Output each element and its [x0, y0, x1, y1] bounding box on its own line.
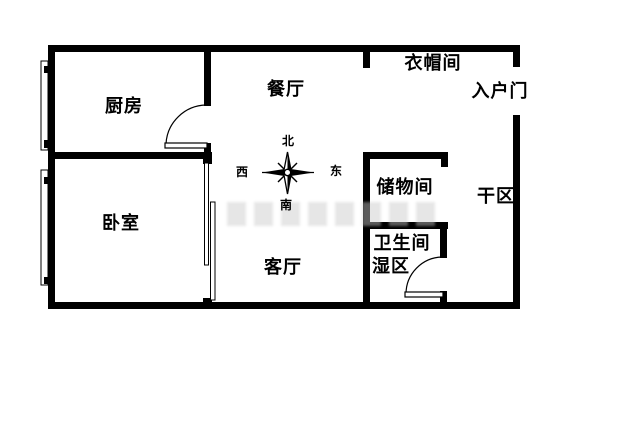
room-label-wet-area: 湿区	[372, 256, 410, 277]
room-label-bathroom: 卫生间	[373, 233, 431, 254]
compass-east-label: 东	[329, 164, 343, 178]
wall-storage-left	[363, 152, 370, 309]
compass-south-label: 南	[279, 198, 293, 212]
room-label-dining: 餐厅	[267, 79, 305, 100]
room-label-bedroom: 卧室	[102, 213, 140, 234]
wall-bottom	[48, 302, 520, 309]
kitchen-door-leaf	[164, 142, 208, 149]
room-label-living: 客厅	[264, 257, 302, 278]
kitchen-door-arc	[165, 104, 207, 145]
wall-cloakroom-stub	[363, 51, 370, 68]
wall-kitchen-divider	[48, 152, 212, 159]
wall-bathroom-top	[370, 222, 448, 229]
wall-right-lower	[513, 115, 520, 309]
wall-sliding-top-stub	[203, 152, 212, 164]
wall-kitchen-right	[204, 51, 211, 106]
kitchen-door	[164, 104, 208, 149]
bathroom-door-leaf	[404, 291, 444, 298]
kitchen-window	[40, 60, 50, 151]
wall-top	[48, 45, 520, 52]
room-label-entry-door: 入户门	[471, 81, 529, 102]
room-label-dry-area: 干区	[477, 186, 515, 207]
wall-right-upper	[513, 45, 520, 67]
wall-storage-right-stub	[441, 152, 448, 167]
room-label-cloakroom: 衣帽间	[404, 53, 462, 74]
bathroom-door-arc	[405, 256, 443, 295]
wall-bathroom-door-stub	[440, 291, 447, 309]
compass-west-label: 西	[235, 165, 249, 179]
room-label-storage: 储物间	[376, 177, 434, 198]
compass-icon	[262, 151, 314, 195]
outer-walls	[48, 45, 520, 309]
wall-bathroom-right	[440, 229, 447, 258]
bathroom-door	[404, 256, 444, 298]
compass-north-label: 北	[281, 134, 295, 148]
room-label-kitchen: 厨房	[105, 96, 143, 117]
bedroom-window	[40, 169, 50, 286]
wall-storage-top	[363, 152, 448, 159]
wall-left	[48, 45, 55, 309]
bedroom-sliding-door	[204, 162, 216, 301]
interior-walls	[48, 51, 448, 309]
wall-sliding-bottom-stub	[203, 298, 212, 309]
